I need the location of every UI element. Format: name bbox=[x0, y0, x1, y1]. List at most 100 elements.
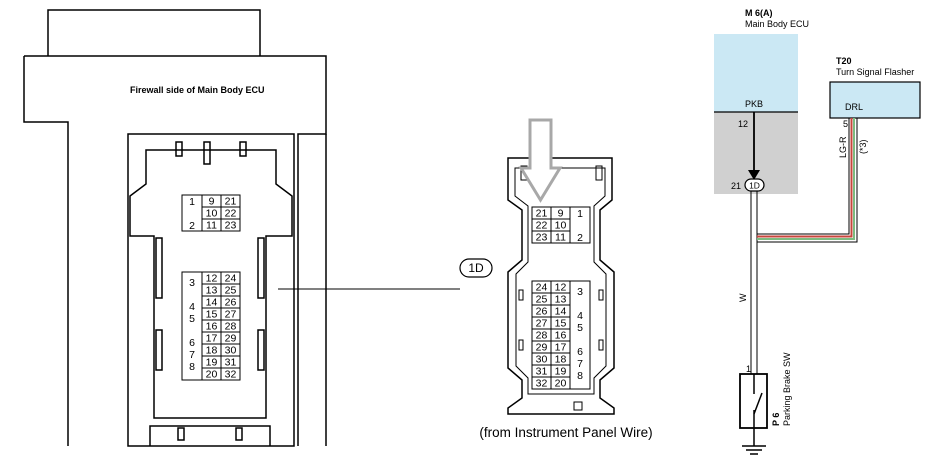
right-pin: 21 bbox=[536, 208, 548, 220]
right-pin: 31 bbox=[536, 366, 548, 378]
left-pin-cell bbox=[220, 367, 241, 381]
right-pin-label: 4 bbox=[577, 310, 583, 322]
left-pin: 10 bbox=[206, 208, 218, 220]
flasher-terminal: DRL bbox=[845, 102, 863, 112]
junction-label: 1D bbox=[749, 181, 760, 191]
left-pin: 31 bbox=[225, 357, 237, 369]
right-pin: 15 bbox=[555, 318, 567, 330]
right-pin: 13 bbox=[555, 294, 567, 306]
left-pin: 27 bbox=[225, 309, 237, 321]
left-pin-label: 4 bbox=[189, 301, 195, 313]
left-pin-label: 6 bbox=[189, 337, 195, 349]
left-pin: 32 bbox=[225, 369, 237, 381]
left-pin: 23 bbox=[225, 220, 237, 232]
left-pin: 25 bbox=[225, 285, 237, 297]
left-pin: 22 bbox=[225, 208, 237, 220]
callout-label: 1D bbox=[468, 261, 484, 275]
left-pin: 9 bbox=[209, 196, 215, 208]
lgr-wire bbox=[757, 118, 858, 243]
right-pin: 10 bbox=[555, 220, 567, 232]
left-pin: 15 bbox=[206, 309, 218, 321]
right-pin-cell bbox=[550, 230, 571, 244]
left-pin: 17 bbox=[206, 333, 218, 345]
left-connector-title: Firewall side of Main Body ECU bbox=[130, 85, 265, 95]
left-pin-label: 1 bbox=[189, 196, 195, 208]
right-pin: 23 bbox=[536, 232, 548, 244]
left-pin: 28 bbox=[225, 321, 237, 333]
ground-icon bbox=[742, 428, 766, 455]
wire-lgr-label: LG-R bbox=[838, 136, 848, 158]
right-pin-label: 1 bbox=[577, 208, 583, 220]
flasher-box bbox=[829, 81, 921, 119]
wire-w-label: W bbox=[738, 293, 748, 302]
right-pin-label: 2 bbox=[577, 232, 583, 244]
right-pin: 25 bbox=[536, 294, 548, 306]
switch-code: P 6 bbox=[771, 413, 781, 426]
right-pin: 32 bbox=[536, 378, 548, 390]
left-connector bbox=[23, 9, 327, 447]
flasher-name: Turn Signal Flasher bbox=[836, 67, 914, 77]
right-pin: 18 bbox=[555, 354, 567, 366]
left-pin-label: 7 bbox=[189, 349, 195, 361]
junction-1d bbox=[744, 178, 765, 192]
left-pin: 16 bbox=[206, 321, 218, 333]
right-pin: 22 bbox=[536, 220, 548, 232]
left-pin: 20 bbox=[206, 369, 218, 381]
ecu-name: Main Body ECU bbox=[745, 19, 809, 29]
right-pin: 14 bbox=[555, 306, 567, 318]
switch-pin: 1 bbox=[746, 364, 751, 374]
flasher-code: T20 bbox=[836, 56, 852, 66]
insertion-arrow-icon bbox=[518, 118, 563, 203]
switch-name: Parking Brake SW bbox=[782, 352, 792, 426]
left-pin-label: 3 bbox=[189, 277, 195, 289]
flasher-pin: 5 bbox=[843, 119, 848, 129]
right-pin: 17 bbox=[555, 342, 567, 354]
left-pin: 13 bbox=[206, 285, 218, 297]
right-pin: 24 bbox=[536, 282, 548, 294]
left-pin: 29 bbox=[225, 333, 237, 345]
left-pin: 30 bbox=[225, 345, 237, 357]
right-pin-label: 6 bbox=[577, 346, 583, 358]
left-pin: 11 bbox=[206, 220, 217, 232]
right-pin-label: 3 bbox=[577, 286, 583, 298]
ecu-pin: 12 bbox=[738, 119, 748, 129]
right-pin-label: 8 bbox=[577, 370, 583, 382]
left-pin: 24 bbox=[225, 273, 237, 285]
left-pin: 26 bbox=[225, 297, 237, 309]
ecu-box bbox=[714, 34, 798, 112]
left-title-bg bbox=[125, 78, 311, 100]
right-pin: 19 bbox=[555, 366, 567, 378]
left-pin-label: 8 bbox=[189, 361, 195, 373]
right-pin-label: 7 bbox=[577, 358, 583, 370]
right-pin: 27 bbox=[536, 318, 548, 330]
right-pin: 29 bbox=[536, 342, 548, 354]
callout-1d: 1D bbox=[459, 258, 493, 278]
left-pin-label: 2 bbox=[189, 220, 195, 232]
left-pin: 18 bbox=[206, 345, 218, 357]
right-pin: 12 bbox=[555, 282, 567, 294]
left-pin-label: 5 bbox=[189, 313, 195, 325]
wire-note: (*3) bbox=[858, 139, 868, 154]
left-pin-cell bbox=[220, 218, 241, 232]
switch-contact-icon bbox=[753, 392, 763, 415]
right-pin: 11 bbox=[555, 232, 566, 244]
right-pin-cell bbox=[550, 376, 571, 390]
left-pin: 19 bbox=[206, 357, 218, 369]
right-connector bbox=[507, 157, 615, 415]
right-connector-caption: (from Instrument Panel Wire) bbox=[479, 425, 652, 440]
right-pin: 20 bbox=[555, 378, 567, 390]
ecu-code: M 6(A) bbox=[745, 8, 773, 18]
left-pin: 12 bbox=[206, 273, 218, 285]
left-pin: 14 bbox=[206, 297, 218, 309]
left-pin-grid: 9 2 1 10 22 11 23 12 24 13 25 14 26 15 27 16 28 17 29 18 30 1… bbox=[181, 194, 241, 381]
right-pin: 28 bbox=[536, 330, 548, 342]
right-pin: 26 bbox=[536, 306, 548, 318]
right-pin: 9 bbox=[558, 208, 564, 220]
right-pin: 30 bbox=[536, 354, 548, 366]
junction-pin: 21 bbox=[731, 181, 741, 191]
right-pin: 16 bbox=[555, 330, 567, 342]
ecu-terminal: PKB bbox=[745, 99, 763, 109]
wire-arrow-icon bbox=[748, 170, 760, 180]
